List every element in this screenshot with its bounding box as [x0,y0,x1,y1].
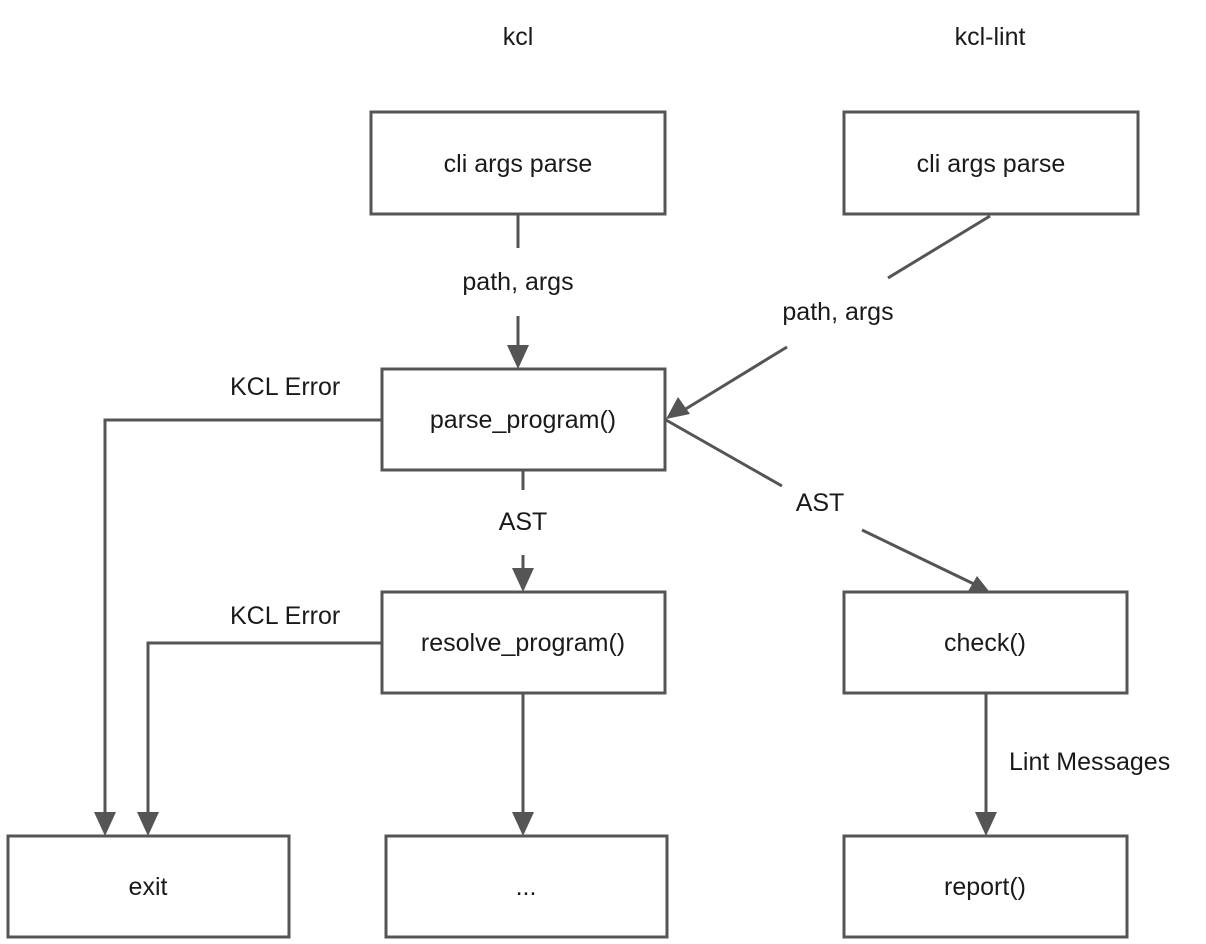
edge-parse-error-to-exit [103,418,382,818]
arrowhead-parse-from-kcl [507,345,529,369]
arrowhead-check [967,576,992,595]
node-check: check() [842,590,1129,695]
node-exit: exit [6,834,291,939]
arrowhead-exit-left [94,812,116,836]
node-ellipsis: ... [384,834,669,939]
column-title-kcl-lint: kcl-lint [955,23,1026,51]
node-report-label: report() [944,873,1026,901]
edge-resolve-error-to-exit [146,641,382,818]
node-resolve-program: resolve_program() [380,590,667,695]
arrowhead-report [975,812,997,836]
node-resolve-program-label: resolve_program() [421,629,625,657]
edge-lint-cli-to-parse-top [887,214,991,280]
node-kcl-cli-args-parse: cli args parse [369,110,667,216]
edge-label-resolve-error: KCL Error [230,602,340,630]
column-title-kcl: kcl [503,23,534,51]
arrowhead-parse-from-lint [666,397,690,419]
edge-label-lint-path-args: path, args [782,298,893,326]
node-kcl-cli-args-parse-label: cli args parse [444,150,593,178]
edge-parse-to-check-bottom [861,528,977,587]
arrowheads [94,345,997,836]
node-lint-cli-args-parse-label: cli args parse [917,150,1066,178]
edge-label-parse-error: KCL Error [230,373,340,401]
node-parse-program-label: parse_program() [430,406,616,434]
edges [103,214,991,818]
edge-label-kcl-path-args: path, args [462,268,573,296]
node-exit-label: exit [129,873,168,901]
node-check-label: check() [944,629,1026,657]
node-report: report() [842,834,1129,939]
node-ellipsis-label: ... [516,873,537,901]
node-lint-cli-args-parse: cli args parse [842,110,1140,216]
edge-label-ast-lint: AST [796,489,845,517]
arrowhead-ellipsis [512,812,534,836]
arrowhead-exit-right [137,812,159,836]
edge-label-ast-down: AST [499,508,548,536]
node-parse-program: parse_program() [380,367,667,472]
edge-parse-to-check-top [665,418,783,488]
edge-lint-cli-to-parse-bottom [683,345,788,412]
edge-label-lint-messages: Lint Messages [1009,748,1170,776]
arrowhead-resolve [512,568,534,592]
